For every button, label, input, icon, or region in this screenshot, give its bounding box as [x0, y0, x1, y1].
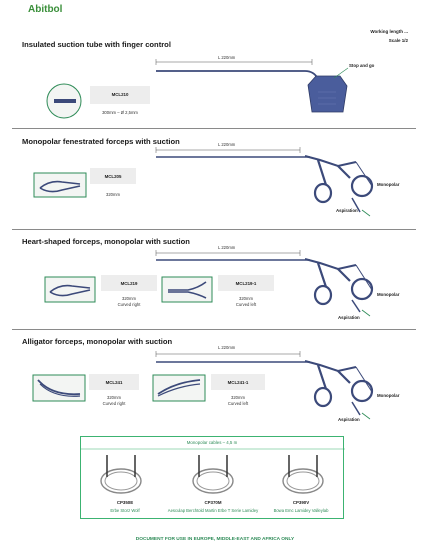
section-2-aspiration-label: Aspiration — [336, 208, 358, 213]
mcl219-curve: Curved right — [117, 302, 141, 307]
mcl205-code-box — [90, 168, 136, 184]
section-3-title: Heart-shaped forceps, monopolar with suc… — [22, 237, 190, 246]
mcl219-desc: 320mm — [122, 296, 136, 301]
cable-3-desc: Bowa Emc Lamidey Valleylab — [273, 508, 329, 513]
heart-shaped-forceps-illustration — [44, 250, 374, 317]
cable-1-drawing — [100, 455, 142, 494]
section-3-length-label: L 220mm — [218, 245, 236, 250]
mcl210-desc: 300mm – Ø 2,5mm — [102, 110, 138, 115]
section-2-title: Monopolar fenestrated forceps with sucti… — [22, 137, 180, 146]
cables-title: Monopolar cables – 4,5 m — [186, 440, 238, 445]
cables-illustration — [81, 448, 345, 494]
cable-1-code: CP350E — [116, 500, 134, 505]
mcl210-code-box — [90, 86, 150, 104]
mcl241-1-code-box — [211, 374, 265, 390]
monopolar-cables-box: Monopolar cables – 4,5 m CP350E Erbe Sto… — [80, 436, 345, 519]
section-4-monopolar-label: Monopolar — [377, 393, 400, 398]
section-1-title: Insulated suction tube with finger contr… — [22, 40, 171, 49]
mcl241-1-desc: 320mm — [231, 395, 245, 400]
scale-label: Scale 1/2 — [388, 38, 408, 43]
alligator-forceps-illustration — [32, 351, 374, 420]
cable-3-drawing — [282, 455, 324, 494]
fenestrated-forceps-illustration — [33, 147, 374, 217]
mcl241-code: MCL241 — [105, 380, 123, 385]
mcl219-1-code: MCL219-1 — [235, 281, 257, 286]
cable-2-code: CP370M — [204, 500, 222, 505]
cable-3-code: CP390V — [292, 500, 310, 505]
mcl210-code: MCL210 — [111, 92, 129, 97]
mcl205-code: MCL205 — [104, 174, 122, 179]
section-divider-3 — [12, 329, 416, 330]
mcl219-1-code-box — [218, 275, 274, 291]
section-4-title: Alligator forceps, monopolar with suctio… — [22, 337, 173, 346]
mcl219-code: MCL219 — [120, 281, 138, 286]
section-3-aspiration-label: Aspiration — [338, 315, 360, 320]
mcl241-desc: 320mm — [107, 395, 121, 400]
cable-2-drawing — [192, 455, 234, 494]
mcl205-desc: 320mm — [106, 192, 120, 197]
mcl241-code-box — [89, 374, 139, 390]
footer-notice: DOCUMENT FOR USE IN EUROPE, MIDDLE-EAST … — [135, 537, 295, 542]
mcl241-1-code: MCL241-1 — [227, 380, 249, 385]
suction-tube-illustration — [46, 59, 349, 119]
mcl241-curve: Curved right — [102, 401, 126, 406]
section-4-aspiration-label: Aspiration — [338, 417, 360, 422]
mcl219-1-curve: Curved left — [235, 302, 257, 307]
section-2-length-label: L 220mm — [218, 142, 236, 147]
brand-title: Abitbol — [28, 4, 63, 15]
cable-2-desc: Aesculap Berchtold Martin Erbe T Serie L… — [167, 508, 259, 513]
section-3-monopolar-label: Monopolar — [377, 292, 400, 297]
section-4-length-label: L 220mm — [218, 345, 236, 350]
mcl241-1-curve: Curved left — [227, 401, 249, 406]
section-1-length-label: L 220mm — [218, 55, 236, 60]
working-length-info: Working length ... Scale 1/2 — [370, 27, 408, 45]
working-length-label: Working length ... — [370, 29, 408, 34]
section-divider-2 — [12, 229, 416, 230]
mcl219-code-box — [101, 275, 157, 291]
section-divider-1 — [12, 128, 416, 129]
stop-and-go-annotation: Stop and go — [349, 63, 375, 68]
section-2-monopolar-label: Monopolar — [377, 182, 400, 187]
cable-1-desc: Erbe Storz Wolf — [110, 508, 140, 513]
mcl219-1-desc: 320mm — [239, 296, 253, 301]
